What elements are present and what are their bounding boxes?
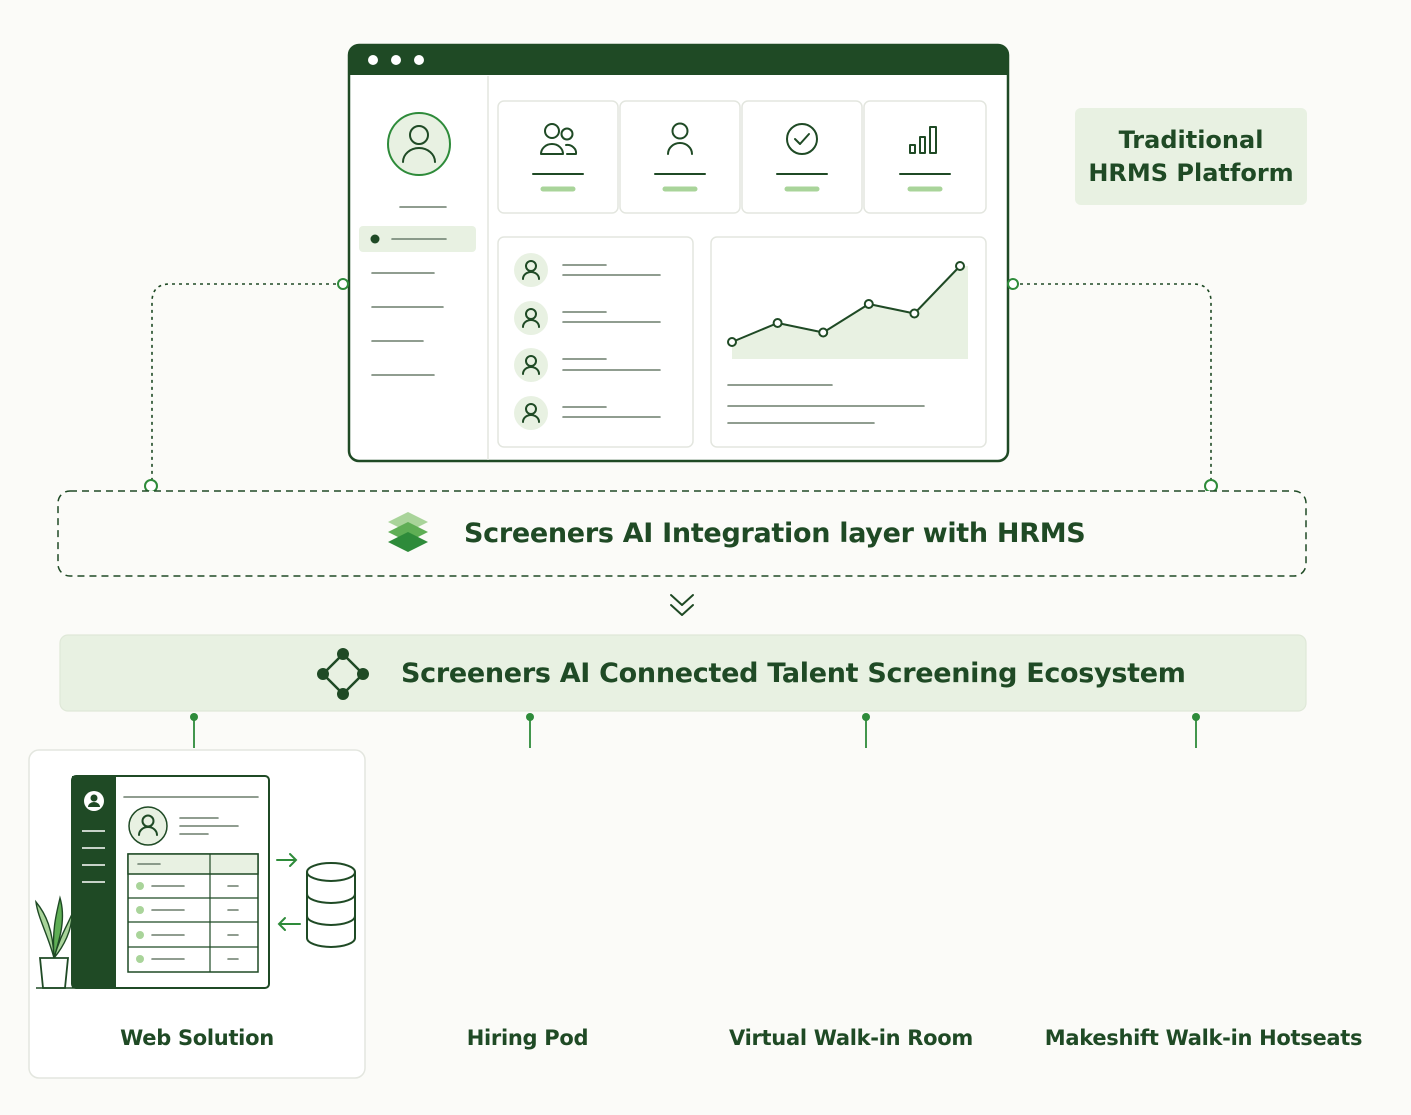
trend-point-3 xyxy=(863,299,874,309)
sync-arrows xyxy=(276,853,301,931)
sidebar-avatar xyxy=(387,112,451,176)
list-item[interactable] xyxy=(514,396,661,430)
connector-left xyxy=(144,278,349,493)
window-dot xyxy=(414,55,424,65)
list-item[interactable] xyxy=(514,301,661,335)
hrms-title-line2: HRMS Platform xyxy=(1088,158,1294,187)
hrms-window xyxy=(347,43,1010,463)
stat-card-people[interactable] xyxy=(497,100,619,214)
sidebar-item-active[interactable] xyxy=(359,226,476,252)
connector-right xyxy=(1007,278,1218,493)
stat-card-chart[interactable] xyxy=(863,100,987,214)
trend-point-1 xyxy=(772,318,783,328)
trend-area xyxy=(732,266,968,359)
stat-card-user[interactable] xyxy=(619,100,741,214)
integration-layer-label: Screeners AI Integration layer with HRMS xyxy=(464,518,1086,549)
list-item[interactable] xyxy=(514,348,661,382)
card-label-makeshift-hotseats: Makeshift Walk-in Hotseats xyxy=(1044,1026,1363,1050)
web-app-illustration xyxy=(71,775,270,989)
trend-point-0 xyxy=(727,337,737,347)
window-dot xyxy=(391,55,401,65)
list-item[interactable] xyxy=(514,253,661,287)
ecosystem-label: Screeners AI Connected Talent Screening … xyxy=(401,658,1186,689)
trend-point-2 xyxy=(818,327,829,338)
card-label-web-solution: Web Solution xyxy=(120,1026,274,1050)
card-connectors xyxy=(190,713,1200,748)
hrms-title-line1: Traditional xyxy=(1118,125,1264,154)
card-label-virtual-walk-in-room: Virtual Walk-in Room xyxy=(729,1026,973,1050)
user-icon xyxy=(667,122,693,155)
trend-point-5 xyxy=(955,261,965,271)
people-icon xyxy=(540,123,578,155)
card-web-solution[interactable] xyxy=(28,749,366,1079)
trend-points xyxy=(727,261,965,347)
hrms-platform-label: Traditional HRMS Platform xyxy=(1075,108,1307,205)
network-icon xyxy=(317,648,369,700)
bar-chart-icon xyxy=(909,126,937,154)
user-list-panel xyxy=(497,236,694,448)
check-circle-icon xyxy=(786,123,818,155)
plant-illustration xyxy=(35,895,80,989)
ecosystem-band xyxy=(59,634,1307,712)
layers-icon xyxy=(388,512,428,552)
integration-band xyxy=(57,490,1307,577)
chart-panel xyxy=(710,236,987,448)
window-dot xyxy=(368,55,378,65)
stat-card-check[interactable] xyxy=(741,100,863,214)
trend-line xyxy=(731,265,961,343)
card-label-hiring-pod: Hiring Pod xyxy=(466,1026,589,1050)
database-icon xyxy=(306,862,356,948)
chevrons-down-icon xyxy=(670,594,694,616)
trend-point-4 xyxy=(909,308,920,319)
